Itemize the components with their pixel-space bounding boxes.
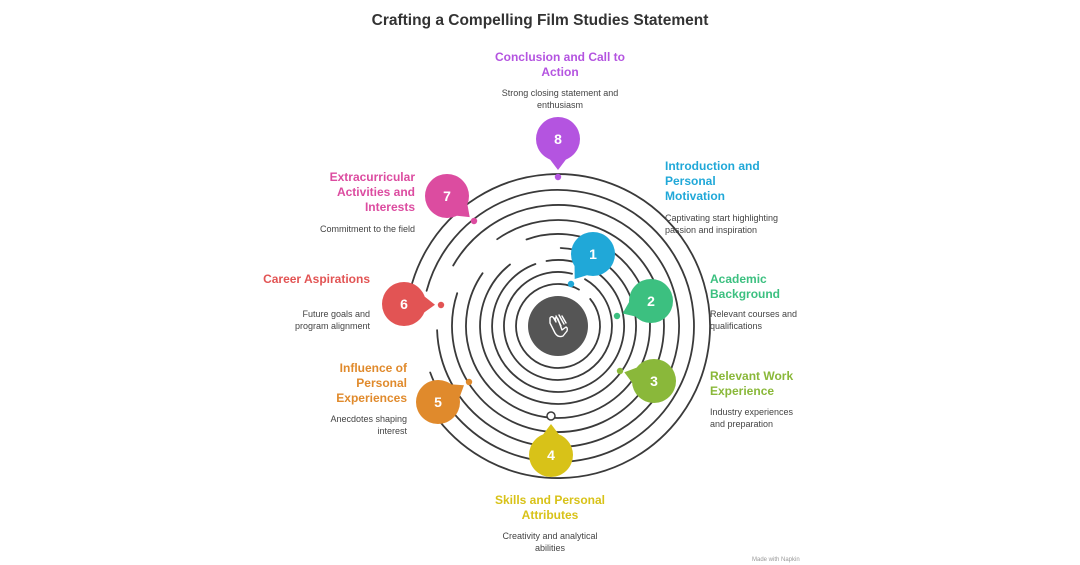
step-1-number: 1 xyxy=(589,246,597,262)
step-6-ring-dot xyxy=(437,301,445,309)
step-8-title: Conclusion and Call to Action xyxy=(494,50,625,79)
spiral-ring-4 xyxy=(479,247,637,405)
step-4-badge xyxy=(529,433,573,477)
step-2-ring-dot xyxy=(613,312,621,320)
step-3-description: Industry experiences and preparation xyxy=(710,407,794,429)
step-6-number: 6 xyxy=(400,296,408,312)
step-2-title: Academic Background xyxy=(710,272,781,301)
step-8-badge xyxy=(536,117,580,161)
step-6-description: Future goals and program alignment xyxy=(294,309,370,331)
step-3-ring-dot xyxy=(616,367,624,375)
step-5-title: Influence of Personal Experiences xyxy=(336,361,407,405)
step-3-badge xyxy=(632,359,676,403)
step-6-badge xyxy=(382,282,426,326)
spiral-ring-8 xyxy=(425,189,695,463)
spiral-ring-7 xyxy=(436,204,680,448)
step-5-number: 5 xyxy=(434,394,442,410)
step-5-description: Anecdotes shaping interest xyxy=(330,414,407,436)
step-1-description: Captivating start highlighting passion a… xyxy=(665,213,779,235)
step-4-title: Skills and Personal Attributes xyxy=(494,493,606,522)
step-7-number: 7 xyxy=(443,188,451,204)
spiral-ring-1 xyxy=(515,283,601,369)
step-6-title: Career Aspirations xyxy=(263,272,370,286)
step-8-number: 8 xyxy=(554,131,562,147)
step-4-description: Creativity and analytical abilities xyxy=(502,531,598,553)
step-2-number: 2 xyxy=(647,293,655,309)
step-7-title: Extracurricular Activities and Interests xyxy=(329,170,415,214)
step-1-ring-dot xyxy=(567,280,575,288)
step-2-badge xyxy=(629,279,673,323)
step-8-description: Strong closing statement and enthusiasm xyxy=(501,88,619,110)
spiral-ring-2 xyxy=(503,271,613,381)
step-8-ring-dot xyxy=(554,173,562,181)
diagram-title: Crafting a Compelling Film Studies State… xyxy=(371,12,709,29)
center-circle xyxy=(528,296,588,356)
spiral-ring-3 xyxy=(491,259,625,393)
step-5-ring-dot xyxy=(465,378,473,386)
step-2-description: Relevant courses and qualifications xyxy=(710,309,798,331)
step-4-number: 4 xyxy=(547,447,555,463)
step-1-badge xyxy=(571,232,615,276)
watermark: Made with Napkin xyxy=(752,557,800,563)
clapping-hands-icon xyxy=(549,314,569,338)
step-5-badge xyxy=(416,380,460,424)
step-3-number: 3 xyxy=(650,373,658,389)
step-7-description: Commitment to the field xyxy=(319,224,415,234)
step-1-title: Introduction and Personal Motivation xyxy=(665,159,760,203)
step-4-ring-dot xyxy=(546,411,556,421)
step-3-title: Relevant Work Experience xyxy=(710,369,794,398)
spiral-ring-9 xyxy=(405,173,711,479)
step-7-badge xyxy=(425,174,469,218)
step-7-ring-dot xyxy=(470,217,478,225)
